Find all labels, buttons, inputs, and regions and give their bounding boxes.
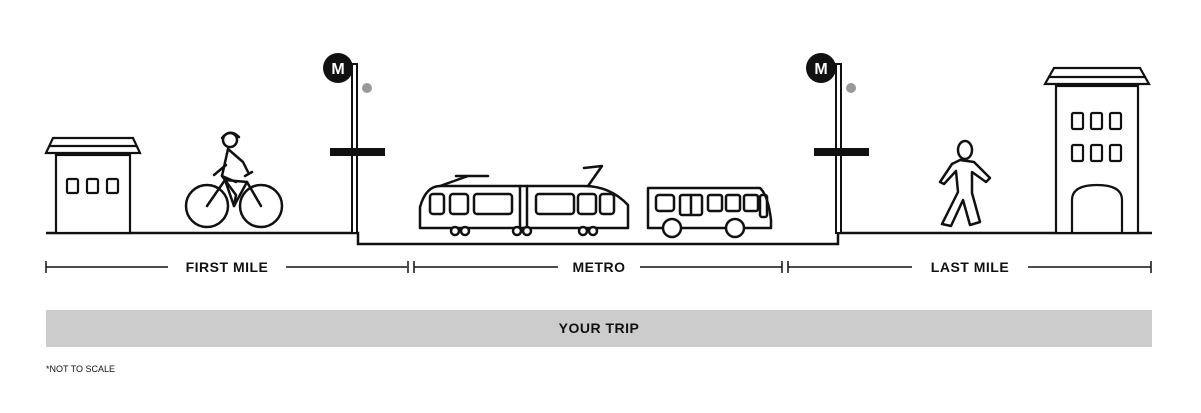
trip-bar bbox=[46, 310, 1152, 347]
metro-stop-sign-icon: M bbox=[323, 53, 385, 234]
ground-line bbox=[46, 231, 1152, 246]
segment-dimension-lines bbox=[45, 261, 1152, 273]
bus-icon bbox=[646, 186, 773, 239]
metro-label: METRO bbox=[572, 259, 625, 275]
not-to-scale-note: *NOT TO SCALE bbox=[46, 364, 115, 374]
metro-logo-right: M bbox=[814, 61, 827, 78]
metro-logo-left: M bbox=[331, 61, 344, 78]
building-icon bbox=[1043, 66, 1151, 235]
trip-bar-label: YOUR TRIP bbox=[559, 320, 640, 336]
first-mile-label: FIRST MILE bbox=[186, 259, 269, 275]
light-rail-train-icon bbox=[418, 164, 630, 237]
metro-stop-sign-icon: M bbox=[806, 53, 869, 234]
pedestrian-icon bbox=[938, 139, 992, 228]
last-mile-label: LAST MILE bbox=[931, 259, 1009, 275]
bicyclist-icon bbox=[184, 131, 284, 229]
house-icon bbox=[44, 136, 142, 235]
